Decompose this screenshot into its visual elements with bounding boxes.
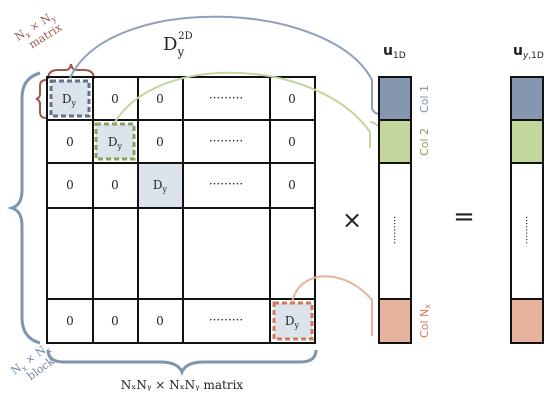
cell-dy: Dy: [108, 135, 123, 151]
cell-dots: ·········: [209, 134, 243, 148]
cell-zero: 0: [111, 92, 119, 106]
dy-block-3: [139, 164, 182, 207]
vector-out-col1: [512, 78, 542, 120]
row-brace: [35, 79, 47, 119]
cell-dy: Dy: [285, 314, 300, 330]
bottom-left-label: Nx × Nx block: [8, 340, 57, 383]
top-left-label: Nx × Ny matrix: [12, 9, 65, 51]
vector-u-dots: ·········: [388, 216, 399, 245]
cell-zero: 0: [111, 178, 119, 192]
svg-text:Nx × Ny: Nx × Ny: [12, 9, 58, 46]
arc-green-tick: [369, 121, 379, 127]
matrix-border: [46, 76, 316, 344]
cell-zero: 0: [288, 92, 296, 106]
top-brace: [47, 63, 95, 80]
cell-dy: Dy: [153, 178, 168, 194]
times-operator: ×: [342, 206, 362, 234]
vector-u-col1: [380, 78, 410, 120]
vector-out-dots: ·········: [520, 216, 531, 245]
cell-zero: 0: [66, 135, 74, 149]
vector-u-label: u1D: [383, 43, 406, 61]
cell-zero: 0: [66, 178, 74, 192]
cell-zero: 0: [156, 314, 164, 328]
dy-block-1: [49, 79, 91, 118]
vector-out-coln: [512, 300, 542, 342]
dy-block-2: [94, 122, 136, 161]
equals-operator: =: [453, 202, 475, 232]
matrix: [46, 76, 316, 344]
title: Dy2D: [163, 31, 193, 59]
cell-dots: ·········: [209, 91, 243, 105]
left-brace: [6, 71, 41, 345]
cell-zero: 0: [288, 178, 296, 192]
vector-out: ·········: [510, 76, 544, 344]
coln-label: Col Nx: [418, 304, 432, 338]
dy-block-n: [272, 301, 314, 341]
arc-salmon: [291, 275, 373, 336]
cell-zero: 0: [111, 314, 119, 328]
vector-u-col2: [380, 121, 410, 163]
cell-zero: 0: [156, 135, 164, 149]
cell-dots: ·········: [209, 177, 243, 191]
cell-zero: 0: [288, 135, 296, 149]
cell-zero: 0: [156, 92, 164, 106]
arc-green: [114, 71, 371, 148]
vector-out-col2: [512, 121, 542, 163]
matrix-caption: NₓNᵧ × NₓNᵧ matrix: [121, 378, 244, 392]
vector-u-coln: [380, 300, 410, 342]
svg-text:Nx × Nx: Nx × Nx: [8, 340, 53, 379]
col1-label: Col 1: [418, 85, 431, 113]
cell-zero: 0: [66, 314, 74, 328]
cell-dots: ·········: [209, 313, 243, 327]
vector-out-label: uy,1D: [513, 43, 544, 61]
arc-blue: [69, 15, 373, 107]
col2-label: Col 2: [418, 128, 431, 156]
vector-u: ·········: [378, 76, 412, 344]
arc-blue-tick: [371, 106, 379, 115]
cell-dy: Dy: [62, 92, 77, 108]
bottom-brace: [46, 349, 318, 377]
